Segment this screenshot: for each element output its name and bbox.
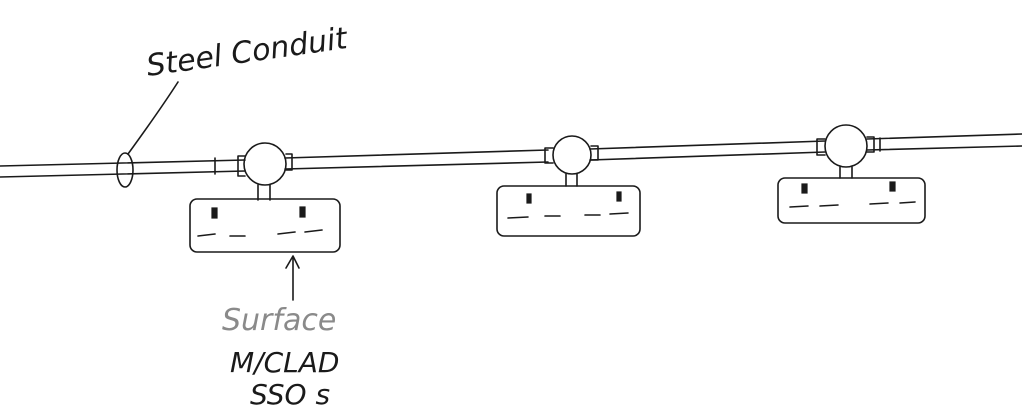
mclad-label: M/CLAD [230,346,339,379]
socket-outlet-2 [496,135,641,237]
conduit-callout-ellipse [116,152,134,188]
junction-box [824,124,868,168]
socket-arrow [285,255,300,301]
ssos-label: SSO s [250,378,330,411]
conduit-leader-line [127,81,179,155]
socket-outlet-1 [189,142,341,253]
steel-conduit-label: Steel Conduit [144,21,350,84]
junction-box [243,142,287,186]
steel-conduit [0,133,1022,188]
socket-outlet-3 [777,124,926,224]
junction-box [552,135,592,175]
surface-label: Surface [222,303,336,338]
